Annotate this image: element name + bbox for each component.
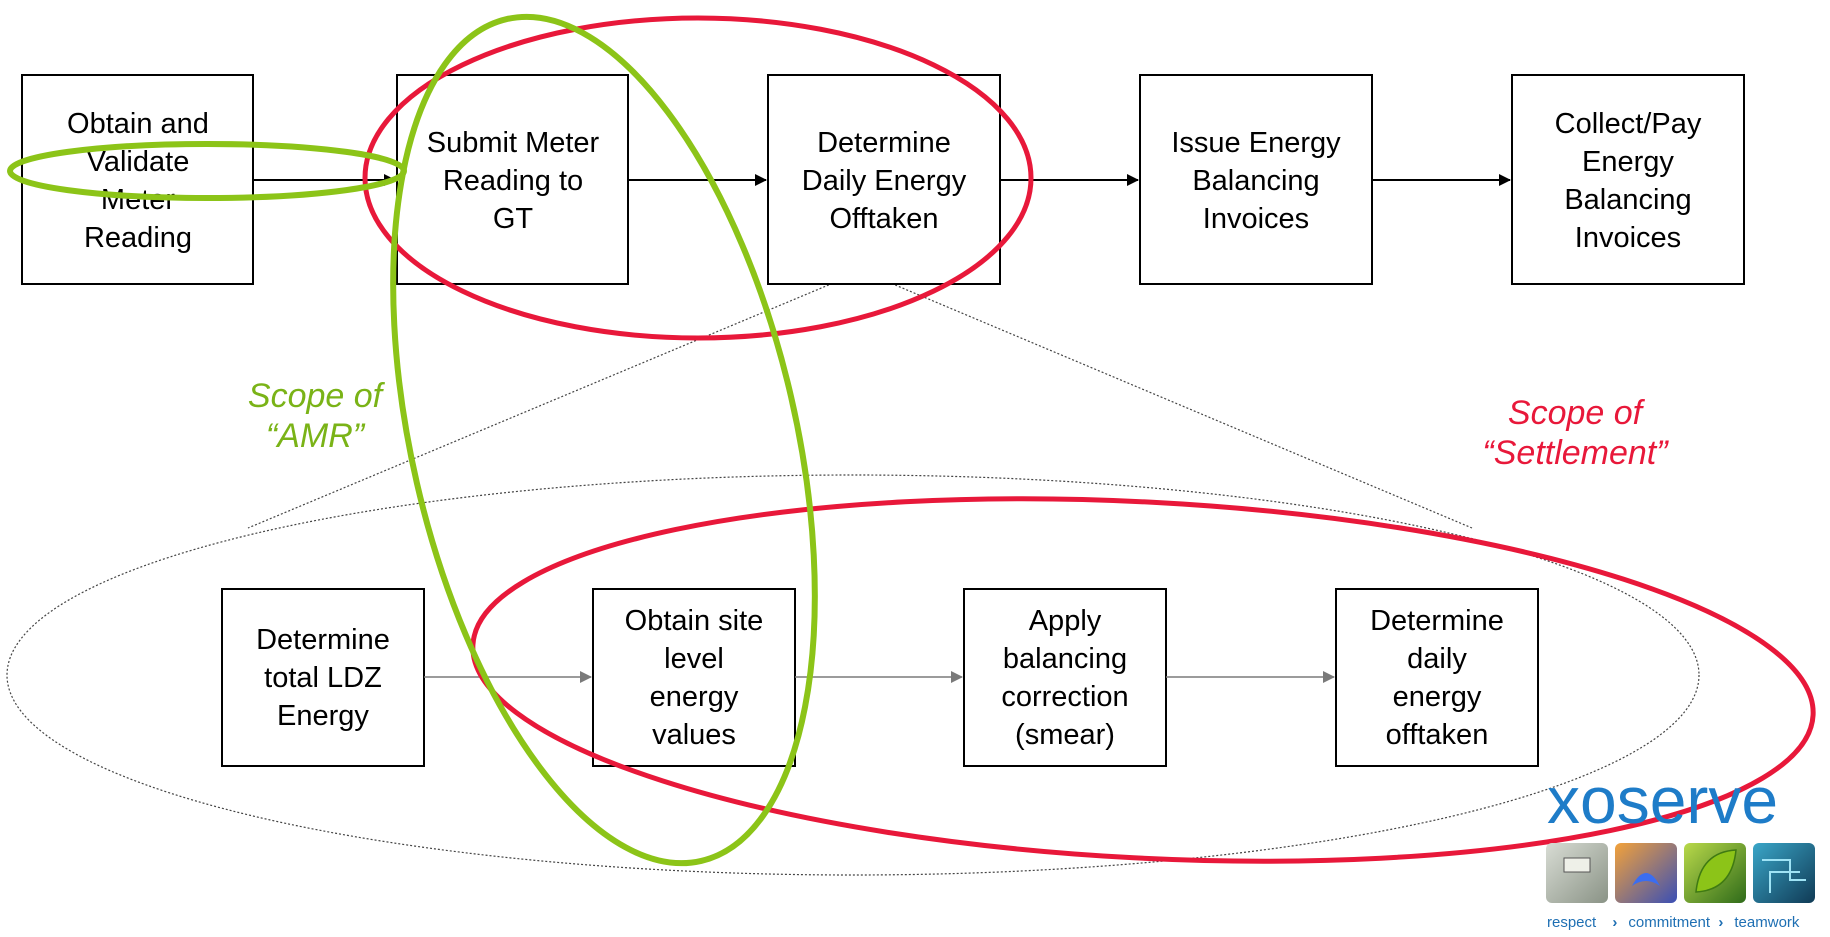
daily-offtaken-box [1335,588,1539,767]
circuit-icon [1762,859,1806,893]
total-ldz-line-3: Energy [277,700,369,732]
tagline-word-3: teamwork [1734,914,1800,931]
determine-daily-line-3: Offtaken [829,203,938,235]
site-level-line-2: level [664,643,724,675]
meter-image-tile [1546,843,1608,903]
obtain-validate-line-2: Validate [87,146,190,178]
flame-icon [1632,873,1660,886]
daily-offtaken-line-1: Determine [1370,605,1504,637]
settlement-scope-top-ellipse [362,15,1034,341]
daily-offtaken-line-2: daily [1407,643,1467,675]
tagline-chevron-icon: › [1718,914,1723,931]
balancing-correction-box [963,588,1167,767]
amr-scope-line-2: “AMR” [266,417,366,455]
amr-scope-label: Scope of“AMR” [248,377,386,455]
zoom-line-right [861,270,1473,529]
site-level-line-3: energy [650,681,739,713]
submit-reading-line-2: Reading to [443,165,583,197]
leaf-icon [1695,849,1737,893]
tagline-word-2: commitment [1628,914,1711,931]
collect-pay-line-1: Collect/Pay [1555,108,1702,140]
obtain-validate-box [21,74,254,285]
issue-invoices-box [1139,74,1373,285]
submit-reading-box [396,74,629,285]
site-level-line-4: values [652,719,736,751]
settlement-scope-line-1: Scope of [1508,394,1646,432]
total-ldz-line-2: total LDZ [264,662,382,694]
collect-pay-box [1511,74,1745,285]
determine-daily-line-2: Daily Energy [802,165,967,197]
daily-offtaken-line-4: offtaken [1386,719,1489,751]
issue-invoices-line-1: Issue Energy [1171,127,1341,159]
meter-display-icon [1563,857,1591,873]
amr-scope-large-ellipse [390,13,818,867]
balancing-correction-line-1: Apply [1029,605,1102,637]
collect-pay-line-4: Invoices [1575,222,1681,254]
bottom-row-labels: Determine total LDZ Energy Obtain site level… [256,605,1504,751]
total-ldz-line-1: Determine [256,624,390,656]
zoom-line-left [247,270,863,529]
balancing-correction-line-3: correction [1001,681,1128,713]
collect-pay-line-3: Balancing [1564,184,1691,216]
amr-scope-line-1: Scope of [248,377,386,415]
subprocess-ellipse [6,474,1700,876]
site-level-box [592,588,796,767]
tagline-chevron-icon: › [1612,914,1617,931]
tagline-word-1: respect [1547,914,1597,931]
site-level-line-1: Obtain site [625,605,764,637]
obtain-validate-line-1: Obtain and [67,108,209,140]
balancing-correction-line-4: (smear) [1015,719,1115,751]
logo-tagline: respect › commitment › teamwork [1547,914,1800,931]
balancing-correction-line-2: balancing [1003,643,1127,675]
determine-daily-line-1: Determine [817,127,951,159]
settlement-scope-label: Scope of“Settlement” [1482,394,1669,472]
issue-invoices-line-2: Balancing [1192,165,1319,197]
submit-reading-line-3: GT [493,203,534,235]
collect-pay-line-2: Energy [1582,146,1674,178]
daily-offtaken-line-3: energy [1393,681,1482,713]
settlement-scope-line-2: “Settlement” [1482,434,1669,472]
issue-invoices-line-3: Invoices [1203,203,1309,235]
xoserve-logo: xoserve respect › commitment › teamwork [1546,763,1815,931]
logo-wordmark: xoserve [1547,763,1778,837]
obtain-validate-line-4: Reading [84,222,192,254]
submit-reading-line-1: Submit Meter [427,127,600,159]
